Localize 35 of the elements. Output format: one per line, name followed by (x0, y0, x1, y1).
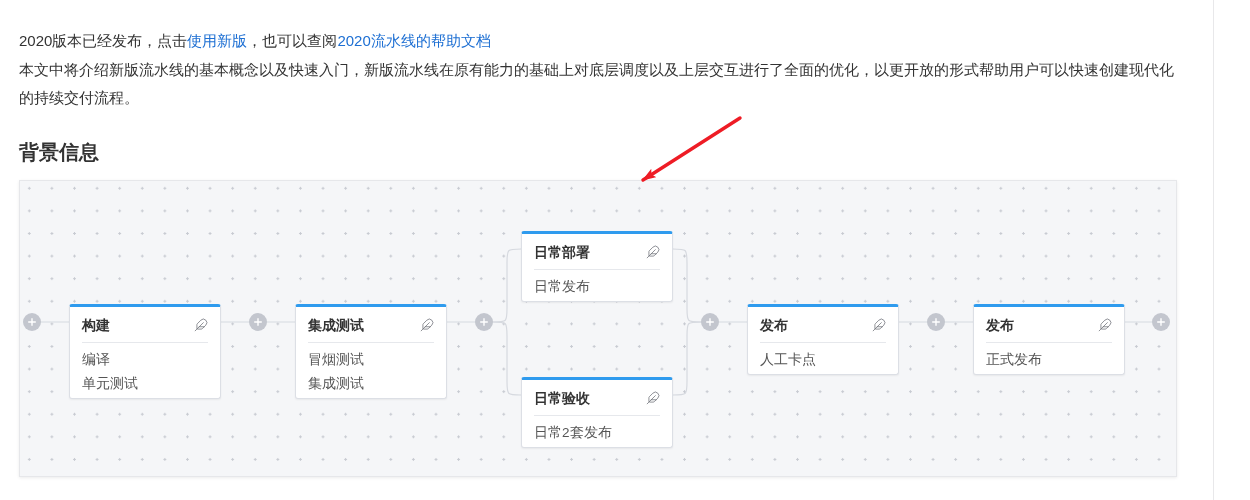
task-text: 集成测试 (308, 375, 365, 393)
task-text: 正式发布 (986, 351, 1043, 369)
link: 2020流水线的帮助文档 (337, 32, 491, 49)
stage-card (521, 377, 673, 448)
connector-line (492, 321, 522, 396)
stage-title: 日常部署 (534, 242, 590, 262)
task-text: 冒烟测试 (308, 351, 365, 369)
stage-title: 发布 (760, 315, 788, 335)
description-text: 本文中将介绍新版流水线的基本概念以及快速入门，新版流水线在原有能力的基础上对底层调度以及上层交互进行了全面的优化，以更开放的形式帮助用户可以快速创建现代化的持续交付流程。 (19, 60, 1175, 108)
task-text: 单元测试 (82, 375, 139, 393)
link: 使用新版 (187, 32, 248, 49)
task-text: 日常2套发布 (534, 424, 613, 442)
plus-icon (927, 313, 945, 331)
stage-card (973, 304, 1125, 375)
stage-card (295, 304, 447, 399)
stage-card (521, 231, 673, 302)
intro-text: 2020版本已经发布，点击使用新版，也可以查阅2020流水线的帮助文档 (19, 31, 492, 51)
task-text: 日常发布 (534, 278, 591, 296)
plus-icon (701, 313, 719, 331)
stage-card (747, 304, 899, 375)
dotted-canvas (19, 180, 1177, 477)
stage-title: 集成测试 (308, 315, 364, 335)
connector-line (672, 321, 702, 396)
plus-icon (475, 313, 493, 331)
stage-title: 构建 (82, 315, 110, 335)
section-heading: 背景信息 (19, 140, 99, 165)
stage-title: 发布 (986, 315, 1014, 335)
plus-icon (249, 313, 267, 331)
stage-card (69, 304, 221, 399)
arrow (641, 116, 742, 182)
task-text: 人工卡点 (760, 351, 817, 369)
plus-icon (1152, 313, 1170, 331)
task-text: 编译 (82, 351, 111, 369)
plus-icon (23, 313, 41, 331)
stage-title: 日常验收 (534, 388, 590, 408)
